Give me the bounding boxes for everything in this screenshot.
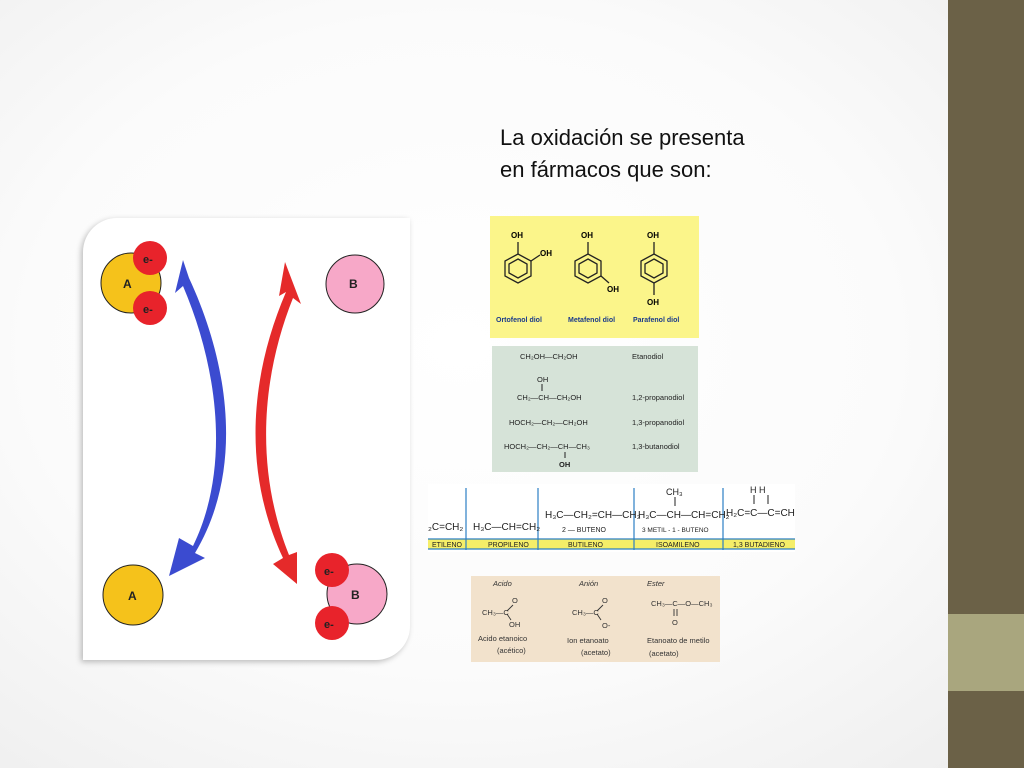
- acid-oh: OH: [509, 620, 520, 629]
- meta-name: Metafenol diol: [568, 317, 615, 324]
- glycol-name-1: Etanodiol: [632, 352, 664, 361]
- glycol-formula-1: CH₂OH—CH₂OH: [520, 352, 578, 361]
- isoamileno-name: ISOAMILENO: [656, 542, 700, 549]
- ester-o: O: [672, 618, 678, 627]
- ortho-oh-2: OH: [540, 249, 552, 258]
- atom-b-top-label: B: [349, 277, 358, 291]
- atom-b-bottom-label: B: [351, 588, 360, 602]
- glycol-name-2: 1,2-propanodiol: [632, 393, 684, 402]
- butileno-sub: 2 — BUTENO: [562, 527, 607, 534]
- acid-name-1: Acido etanoico: [478, 634, 527, 643]
- meta-oh-2: OH: [607, 285, 619, 294]
- butileno-name: BUTILENO: [568, 542, 604, 549]
- ester-formula: CH₃—C—O—CH₃: [651, 599, 713, 608]
- oxidation-arrow: [169, 260, 227, 576]
- etileno-name: ETILENO: [432, 542, 463, 549]
- electron-1-label: e-: [143, 254, 153, 266]
- slide-title: La oxidación se presenta en fármacos que…: [500, 125, 745, 182]
- para-ring-icon: [640, 242, 668, 295]
- anion-formula: CH₃—C: [572, 608, 599, 617]
- meta-ring-icon: [574, 242, 610, 284]
- electron-3: [315, 553, 349, 587]
- atom-b-top: [325, 254, 385, 314]
- anion-header: Anión: [578, 579, 598, 588]
- glycol-name-4: 1,3-butanodiol: [632, 442, 680, 451]
- acid-header: Acido: [492, 579, 512, 588]
- isoamileno-formula: H₃C—CH—CH=CH₂: [638, 510, 730, 521]
- ester-name-2: (acetato): [649, 649, 679, 658]
- electron-2: [133, 291, 167, 325]
- anion-o: O: [602, 596, 608, 605]
- butadieno-top: H H: [750, 485, 766, 495]
- phenol-diols-panel: OH OH Ortofenol diol OH OH Metafenol dio…: [490, 216, 699, 338]
- reduction-arrow: [255, 262, 301, 584]
- atom-a-top-label: A: [123, 277, 132, 291]
- electron-3-label: e-: [324, 566, 334, 578]
- etileno-formula: ₂C=CH₂: [428, 522, 463, 533]
- acid-o: O: [512, 596, 518, 605]
- isoamileno-sub: 3 METIL - 1 - BUTENO: [642, 527, 709, 534]
- electron-4-label: e-: [324, 619, 334, 631]
- glycol-oh-1: OH: [537, 375, 548, 384]
- butileno-formula: H₃C—CH₂=CH—CH₃: [545, 510, 641, 521]
- propileno-name: PROPILENO: [488, 542, 529, 549]
- acid-name-2: (acético): [497, 646, 526, 655]
- atom-a-bottom-label: A: [128, 589, 137, 603]
- side-accent: [948, 614, 1024, 691]
- ester-header: Ester: [647, 579, 665, 588]
- glycols-panel: CH₂OH—CH₂OH Etanodiol OH CH₂—CH—CH₂OH 1,…: [492, 346, 698, 472]
- meta-oh-1: OH: [581, 231, 593, 240]
- ortho-ring-icon: [504, 242, 541, 284]
- acid-formula: CH₃—C: [482, 608, 509, 617]
- anion-name-1: Ion etanoato: [567, 636, 609, 645]
- isoamileno-top: CH₃: [666, 487, 683, 497]
- butadieno-formula: H₂C=C—C=CH₂: [726, 508, 795, 519]
- para-oh-1: OH: [647, 231, 659, 240]
- glycol-formula-3: HOCH₂—CH₂—CH₂OH: [509, 418, 588, 427]
- electron-4: [315, 606, 349, 640]
- ortho-oh-1: OH: [511, 231, 523, 240]
- propileno-formula: H₃C—CH=CH₂: [473, 522, 540, 533]
- ortho-name: Ortofenol diol: [496, 317, 542, 324]
- acetic-derivatives-panel: Acido Anión Ester O CH₃—C OH Acido etano…: [471, 576, 720, 662]
- para-name: Parafenol diol: [633, 317, 679, 324]
- glycol-formula-2: CH₂—CH—CH₂OH: [517, 393, 582, 402]
- para-oh-2: OH: [647, 298, 659, 307]
- redox-illustration: A e- e- B A B e- e-: [83, 218, 410, 660]
- anion-om: O-: [602, 621, 611, 630]
- electron-1: [133, 241, 167, 275]
- glycol-name-3: 1,3-propanodiol: [632, 418, 684, 427]
- ester-name-1: Etanoato de metilo: [647, 636, 710, 645]
- alkenes-panel: ₂C=CH₂ H₃C—CH=CH₂ H₃C—CH₂=CH—CH₃ 2 — BUT…: [428, 484, 795, 552]
- glycol-oh-2: OH: [559, 460, 570, 469]
- atom-a-bottom: [102, 564, 164, 626]
- electron-2-label: e-: [143, 304, 153, 316]
- alkenes-name-bar: [428, 539, 795, 549]
- glycol-formula-4: HOCH₂—CH₂—CH—CH₃: [504, 442, 590, 451]
- butadieno-name: 1,3 BUTADIENO: [733, 542, 786, 549]
- anion-name-2: (acetato): [581, 648, 611, 657]
